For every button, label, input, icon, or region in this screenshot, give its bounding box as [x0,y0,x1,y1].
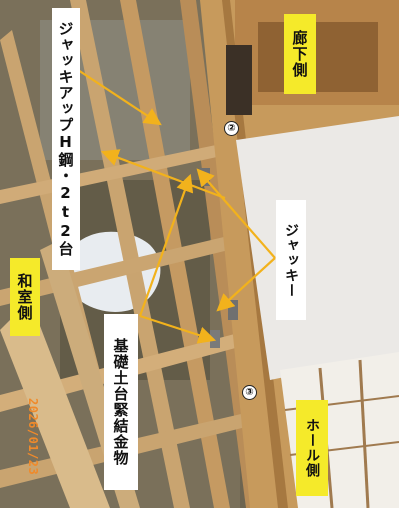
arrow-jack-2 [216,257,276,312]
marker-2: ② [224,121,239,136]
label-corridor-side: 廊下側 [284,14,316,94]
arrow-hardware-1 [138,173,194,317]
arrow-jack-1 [196,168,276,259]
label-washitsu-side: 和室側 [10,258,40,336]
label-hall-side: ホール側 [296,400,328,496]
label-jack-up-beam: ジャッキアップH鋼・2t2台 [52,8,80,270]
label-foundation-hardware: 基礎土台緊結金物 [104,314,138,490]
arrow-beam-2 [100,149,226,200]
label-jacks: ジャッキー [276,200,306,320]
arrow-beam-1 [77,69,162,126]
floor-board [0,300,110,508]
arrow-hardware-2 [139,314,217,344]
marker-3: ③ [242,385,257,400]
dark-opening [226,45,252,115]
date-stamp: 2026/01/23 [26,398,40,476]
joist [70,0,190,508]
